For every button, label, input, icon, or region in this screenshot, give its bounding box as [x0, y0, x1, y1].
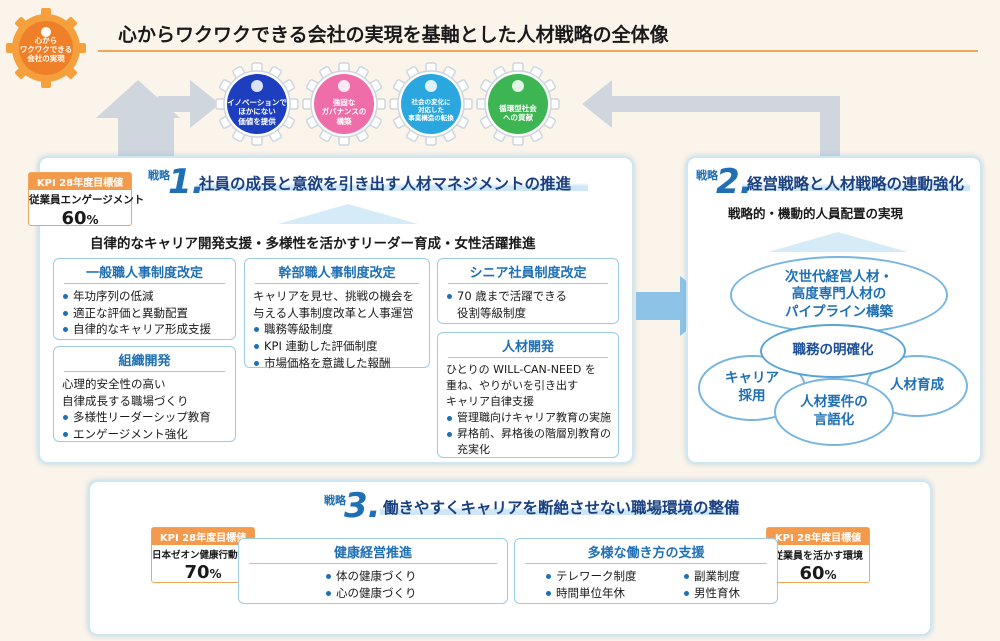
- list-item: 副業制度: [683, 568, 740, 585]
- list-item: 職務等級制度: [253, 321, 421, 338]
- transform-icon: [425, 80, 437, 92]
- strategy1-label: 戦略: [148, 169, 170, 182]
- gear-label: イノベーションで ほかにない 価値を提供: [227, 98, 287, 126]
- strategy1-title: 社員の成長と意欲を引き出す人材マネジメントの推進: [199, 175, 572, 193]
- kpi-header: KPI 28年度目標値: [767, 528, 869, 545]
- right-return-arrow: [582, 80, 840, 160]
- page-title: 心からワクワクできる会社の実現を基軸とした人材戦略の全体像: [118, 24, 669, 46]
- list-item: KPI 連動した評価制度: [253, 338, 421, 355]
- box-title: 組織開発: [64, 347, 225, 372]
- strategy3-title-underline: [380, 507, 740, 515]
- text-line: キャリア自律支援: [446, 394, 534, 408]
- list-item: 多様性リーダーシップ教育: [62, 409, 227, 426]
- kpi-value: 60%: [799, 563, 837, 584]
- badge-gear-icon: [6, 8, 86, 88]
- gear-label: 循環型社会 への貢献: [499, 104, 537, 123]
- org-dev-box: 組織開発 心理的安全性の高い 自律成長する職場づくり 多様性リーダーシップ教育 …: [53, 346, 236, 442]
- work-style-box: 多様な働き方の支援 テレワーク制度 時間単位年休 副業制度 男性育休: [514, 538, 778, 604]
- kpi-label: 従業員を活かす環境: [773, 551, 863, 562]
- person-icon: [41, 27, 51, 37]
- kpi-header: KPI 28年度目標値: [152, 528, 254, 545]
- gear-icon: [389, 62, 473, 146]
- box-title: 多様な働き方の支援: [525, 539, 767, 564]
- list-item: エンゲージメント強化: [62, 426, 227, 443]
- strategy3-kpi-left: KPI 28年度目標値 日本ゼオン健康行動指標 70%: [151, 527, 257, 583]
- strategy3-number: 3.: [344, 486, 381, 526]
- list-item: 心の健康づくり: [325, 585, 499, 602]
- text-line: 重ね、やりがいを引き出す: [446, 378, 578, 392]
- gear-label: 強固な ガバナンスの 構築: [321, 98, 367, 126]
- strategy1-kpi: KPI 28年度目標値 従業員エンゲージメント 60%: [28, 172, 145, 229]
- gear-icon: [476, 62, 560, 146]
- list-item: 体の健康づくり: [325, 568, 499, 585]
- recycle-icon: [512, 80, 524, 92]
- innovation-gear: イノベーションで ほかにない 価値を提供: [215, 62, 299, 146]
- list-item: テレワーク制度: [545, 568, 683, 585]
- kpi-label: 日本ゼオン健康行動指標: [152, 550, 257, 561]
- title-underline: [98, 16, 978, 52]
- list-item: 年功序列の低減: [62, 288, 227, 305]
- talent-development-ellipse: 人材育成: [866, 355, 968, 417]
- circular-society-gear: 循環型社会 への貢献: [476, 62, 560, 146]
- box-title: 一般職人事制度改定: [64, 259, 225, 284]
- requirements-ellipse: 人材要件の 言語化: [774, 378, 894, 446]
- health-management-box: 健康経営推進 体の健康づくり 心の健康づくり: [238, 538, 508, 604]
- strategy1-arrow-up: [278, 204, 418, 224]
- gear-icon: [215, 62, 299, 146]
- box-title: シニア社員制度改定: [448, 259, 608, 284]
- checklist-icon: [338, 80, 350, 92]
- text-line: 心理的安全性の高い: [62, 377, 166, 391]
- text-line: キャリアを見せ、挑戦の機会を: [253, 289, 414, 303]
- text-line: 充実化: [457, 442, 490, 456]
- kpi-value: 70%: [184, 562, 222, 583]
- general-hr-box: 一般職人事制度改定 年功序列の低減 適正な評価と異動配置 自律的なキャリア形成支…: [53, 258, 236, 340]
- strategy2-arrow-up: [768, 232, 908, 252]
- strategy2-title-underline: [742, 183, 970, 191]
- badge-label: 心から ワクワクできる 会社の実現: [19, 36, 73, 63]
- job-clarification-ellipse: 職務の明確化: [760, 324, 906, 378]
- text-line: 役割等級制度: [457, 305, 526, 320]
- list-item: 自律的なキャリア形成支援: [62, 321, 227, 338]
- exec-hr-box: 幹部職人事制度改定 キャリアを見せ、挑戦の機会を 与える人事制度改革と人事運営 …: [244, 258, 430, 370]
- left-connector: [158, 80, 220, 160]
- box-title: 幹部職人事制度改定: [255, 259, 419, 284]
- senior-hr-box: シニア社員制度改定 70 歳まで活躍できる 役割等級制度: [437, 258, 619, 324]
- kpi-value: 60%: [61, 208, 99, 229]
- kpi-header: KPI 28年度目標値: [29, 173, 131, 190]
- kpi-label: 従業員エンゲージメント: [29, 194, 145, 206]
- strategy2-subtitle: 戦略的・機動的人員配置の実現: [728, 206, 904, 221]
- list-item: 時間単位年休: [545, 585, 683, 602]
- text-line: 与える人事制度改革と人事運営: [253, 305, 414, 320]
- list-item: 市場価格を意識した報酬: [253, 355, 421, 372]
- gear-icon: [302, 62, 386, 146]
- list-item: 男性育休: [683, 585, 740, 602]
- governance-gear: 強固な ガバナンスの 構築: [302, 62, 386, 146]
- strategy2-label: 戦略: [696, 169, 718, 182]
- business-transformation-gear: 社会の変化に 対応した 事業構造の転換: [389, 62, 473, 146]
- strategy3-kpi-right: KPI 28年度目標値 従業員を活かす環境 60%: [766, 527, 870, 584]
- box-title: 健康経営推進: [249, 539, 497, 564]
- strategy3-title: 働きやすくキャリアを断絶させない職場環境の整備: [383, 499, 740, 517]
- text-line: 自律成長する職場づくり: [62, 393, 189, 408]
- hands-icon: [251, 80, 263, 92]
- strategy1-title-underline: [196, 183, 588, 191]
- list-item: 昇格前、昇格後の階層別教育の: [446, 426, 611, 442]
- strategy2-title: 経営戦略と人材戦略の連動強化: [747, 175, 965, 193]
- strategy1-number: 1.: [168, 162, 205, 202]
- list-item: 管理職向けキャリア教育の実施: [446, 410, 611, 426]
- text-line: ひとりの WILL-CAN-NEED を: [446, 363, 596, 376]
- pipeline-ellipse: 次世代経営人材・ 高度専門人材の パイプライン構築: [730, 256, 948, 334]
- strategy3-label: 戦略: [324, 494, 346, 507]
- gear-label: 社会の変化に 対応した 事業構造の転換: [408, 98, 454, 123]
- strategy2-number: 2.: [716, 162, 753, 202]
- strategy1-subtitle: 自律的なキャリア開発支援・多様性を活かすリーダー育成・女性活躍推進: [90, 236, 536, 252]
- hr-dev-box: 人材開発 ひとりの WILL-CAN-NEED を 重ね、やりがいを引き出す キ…: [437, 332, 619, 458]
- box-title: 人材開発: [448, 333, 608, 358]
- list-item: 70 歳まで活躍できる: [446, 288, 610, 305]
- list-item: 適正な評価と異動配置: [62, 305, 227, 322]
